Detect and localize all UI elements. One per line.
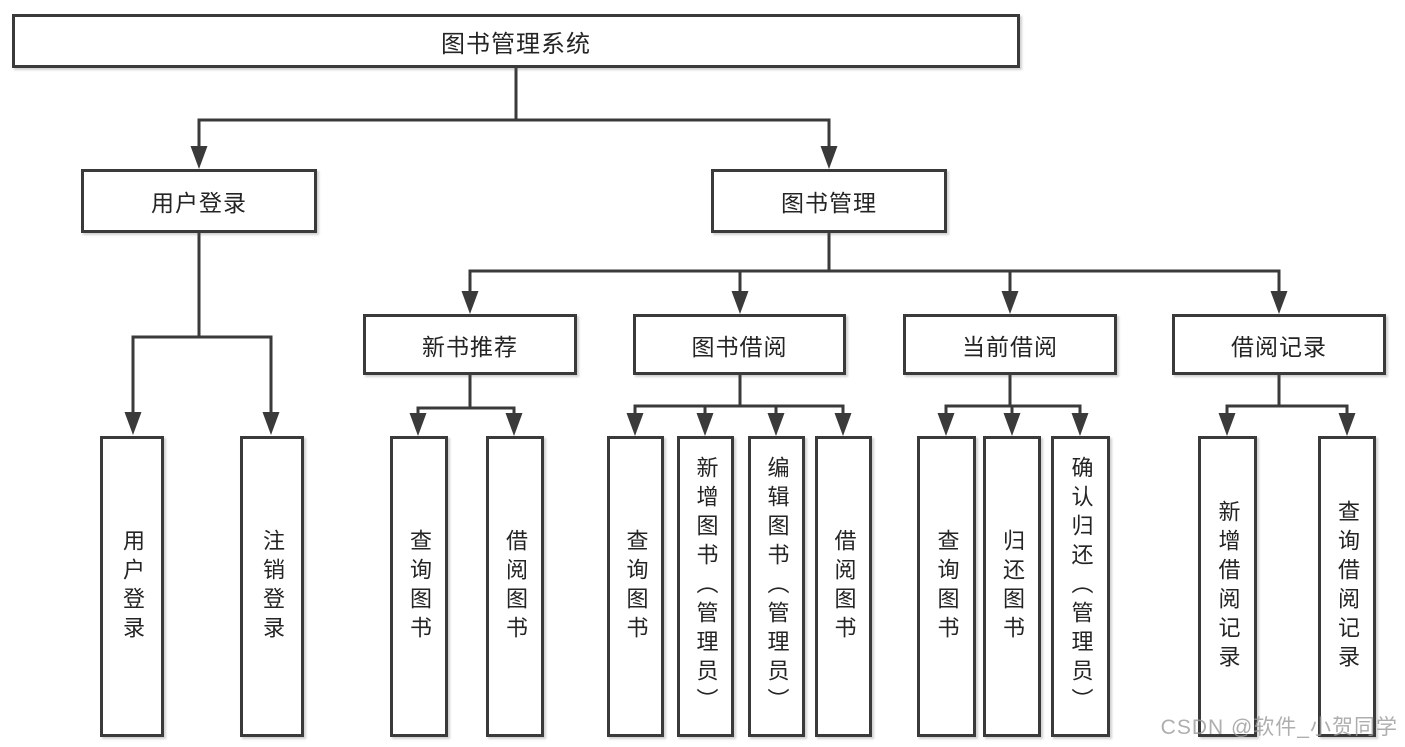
node-book-management-system: 图书管理系统 bbox=[12, 14, 1020, 68]
node-label: 新增借阅记录 bbox=[1215, 499, 1241, 674]
node-label: 借阅图书 bbox=[503, 528, 528, 645]
arrowheads bbox=[124, 146, 1356, 436]
node-label: 借阅图书 bbox=[831, 528, 857, 645]
leaf-edit-book-admin: 编辑图书（管理员） bbox=[748, 436, 805, 737]
node-label: 查询图书 bbox=[934, 528, 960, 645]
node-label: 新增图书（管理员） bbox=[693, 456, 719, 717]
leaf-search-borrowing-record: 查询借阅记录 bbox=[1318, 436, 1376, 737]
node-label: 编辑图书（管理员） bbox=[764, 456, 790, 717]
node-label: 借阅记录 bbox=[1231, 333, 1327, 360]
node-label: 注销登录 bbox=[260, 528, 285, 645]
node-label: 图书管理 bbox=[781, 190, 877, 216]
node-label: 查询图书 bbox=[623, 528, 649, 645]
node-book-borrowing: 图书借阅 bbox=[633, 314, 846, 375]
node-book-management: 图书管理 bbox=[711, 169, 947, 233]
leaf-add-book-admin: 新增图书（管理员） bbox=[677, 436, 734, 737]
leaf-search-books-recommend: 查询图书 bbox=[390, 436, 448, 737]
node-new-book-recommendation: 新书推荐 bbox=[363, 314, 577, 375]
node-label: 用户登录 bbox=[151, 190, 247, 216]
node-label: 用户登录 bbox=[120, 528, 145, 645]
leaf-search-books-borrowing: 查询图书 bbox=[607, 436, 664, 737]
node-label: 查询图书 bbox=[407, 528, 432, 645]
node-borrowing-records: 借阅记录 bbox=[1172, 314, 1386, 375]
leaf-add-borrowing-record: 新增借阅记录 bbox=[1198, 436, 1257, 737]
watermark: CSDN @软件_小贺同学 bbox=[1160, 716, 1398, 739]
leaf-user-login: 用户登录 bbox=[100, 436, 164, 737]
node-label: 新书推荐 bbox=[422, 333, 518, 360]
leaf-logout: 注销登录 bbox=[240, 436, 304, 737]
leaf-return-book: 归还图书 bbox=[983, 436, 1041, 737]
node-user-login: 用户登录 bbox=[81, 169, 317, 233]
node-label: 当前借阅 bbox=[962, 333, 1058, 360]
node-label: 图书管理系统 bbox=[441, 30, 591, 58]
node-label: 归还图书 bbox=[1000, 528, 1025, 645]
leaf-borrow-books: 借阅图书 bbox=[815, 436, 872, 737]
leaf-confirm-return-admin: 确认归还（管理员） bbox=[1051, 436, 1110, 737]
leaf-borrow-books-recommend: 借阅图书 bbox=[486, 436, 544, 737]
leaf-search-books-current: 查询图书 bbox=[917, 436, 976, 737]
node-label: 图书借阅 bbox=[691, 333, 788, 360]
node-label: 查询借阅记录 bbox=[1335, 499, 1360, 674]
node-current-borrowing: 当前借阅 bbox=[903, 314, 1117, 375]
node-label: 确认归还（管理员） bbox=[1068, 456, 1094, 717]
